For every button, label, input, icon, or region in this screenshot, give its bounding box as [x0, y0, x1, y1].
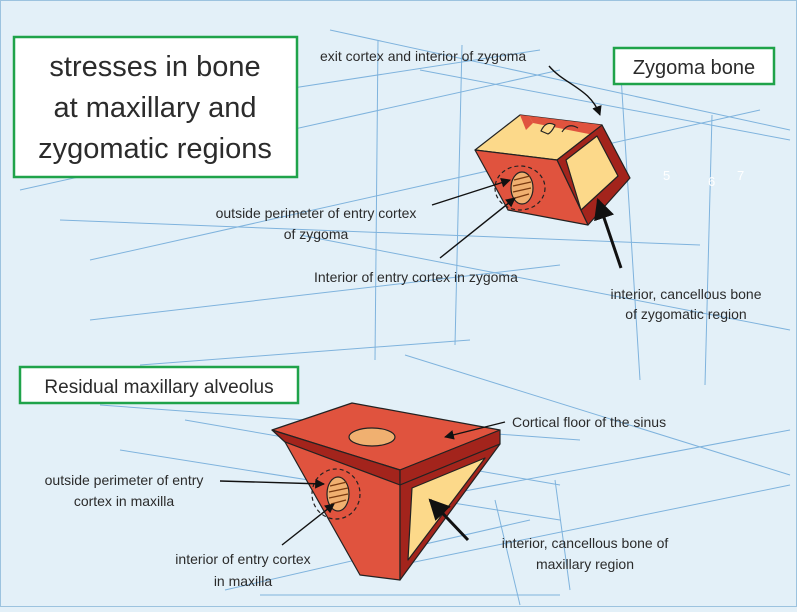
- sinus-floor-label: Cortical floor of the sinus: [512, 414, 666, 430]
- annotations: exit cortex and interior of zygoma outsi…: [45, 48, 762, 589]
- maxilla-entry-perimeter-ring: [311, 468, 361, 520]
- title-line-3: zygomatic regions: [38, 133, 272, 165]
- zyg-entry-perimeter-arrow: [431, 178, 511, 206]
- max-entry-interior-label-2: in maxilla: [214, 573, 273, 589]
- zyg-cancellous-label-1: interior, cancellous bone: [611, 286, 762, 302]
- zygoma-block: [474, 114, 631, 226]
- grid-tick-7: 7: [737, 168, 744, 183]
- maxilla-label-box: Residual maxillary alveolus: [18, 365, 300, 405]
- leader-lines: [219, 65, 623, 546]
- grid-tick-labels: 5 6 7: [663, 168, 744, 189]
- zyg-cancellous-label-2: of zygomatic region: [625, 306, 746, 322]
- max-cancellous-arrow: [428, 498, 470, 542]
- max-entry-interior-arrow: [281, 503, 335, 546]
- max-entry-perimeter-label-2: cortex in maxilla: [74, 493, 175, 509]
- zyg-cancellous-arrow: [594, 198, 623, 269]
- maxilla-label: Residual maxillary alveolus: [44, 377, 273, 398]
- zygoma-entry-perimeter-ring: [494, 165, 546, 211]
- zyg-entry-interior-arrow: [439, 197, 516, 259]
- max-entry-interior-label-1: interior of entry cortex: [175, 551, 310, 567]
- max-cancellous-label-2: maxillary region: [536, 556, 634, 572]
- title-line-1: stresses in bone: [49, 51, 260, 83]
- zyg-entry-perimeter-label-2: of zygoma: [284, 226, 349, 242]
- grid-tick-6: 6: [708, 174, 715, 189]
- zygoma-cancellous-face: [565, 135, 619, 211]
- title-box: stresses in bone at maxillary and zygoma…: [12, 35, 299, 179]
- title-line-2: at maxillary and: [53, 92, 256, 124]
- max-entry-perimeter-arrow: [219, 478, 325, 489]
- zygoma-label-box: Zygoma bone: [612, 46, 776, 86]
- max-entry-perimeter-label-1: outside perimeter of entry: [45, 472, 204, 488]
- sinus-floor-arrow: [444, 421, 506, 440]
- zygoma-label: Zygoma bone: [633, 57, 755, 79]
- grid-tick-5: 5: [663, 168, 670, 183]
- maxilla-top-hole: [348, 427, 396, 447]
- exit-cortex-arrow: [548, 65, 602, 116]
- zyg-entry-interior-label: Interior of entry cortex in zygoma: [314, 269, 518, 285]
- max-cancellous-label-1: interior, cancellous bone of: [502, 535, 669, 551]
- zyg-entry-perimeter-label-1: outside perimeter of entry cortex: [216, 205, 417, 221]
- exit-cortex-label: exit cortex and interior of zygoma: [320, 48, 526, 64]
